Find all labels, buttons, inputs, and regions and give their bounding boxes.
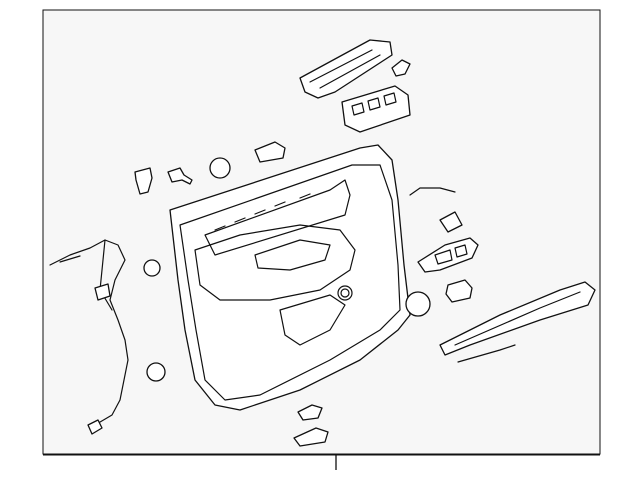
push-pin [134,167,153,195]
connector [94,283,111,301]
wire-lead [409,187,456,196]
clip-bottom [297,404,323,421]
connector [87,419,103,435]
screw [167,167,193,185]
grommet-left [143,259,161,277]
wiring-harness [49,239,129,426]
fastener-lower [146,362,166,382]
window-switch [341,85,411,133]
clip-top [391,59,411,77]
bracket-block [445,279,473,303]
retainer [293,427,329,447]
speaker-grommet [405,291,431,317]
trim-cap [439,211,463,233]
door-trim-panel [169,144,411,411]
cable [457,344,516,363]
grommet [209,157,231,179]
clip [254,141,286,163]
armrest-trim [439,281,596,356]
upper-bracket [299,39,393,99]
handle-bezel [417,237,479,273]
